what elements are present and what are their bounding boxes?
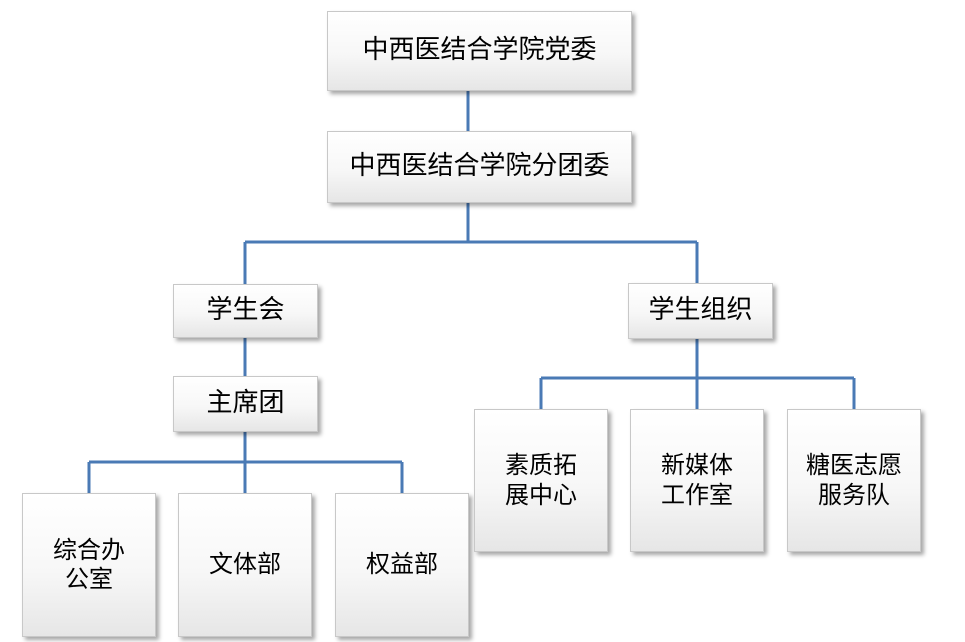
node-department-culture-sports-label: 文体部 — [209, 550, 281, 579]
node-party-committee-label: 中西医结合学院党委 — [362, 35, 597, 66]
node-student-union-label: 学生会 — [206, 295, 285, 326]
node-unit-quality-development: 素质拓 展中心 — [474, 409, 608, 552]
node-student-organizations-label: 学生组织 — [648, 295, 753, 326]
node-department-rights: 权益部 — [335, 493, 469, 637]
node-department-general-office: 综合办 公室 — [22, 493, 156, 637]
node-youth-league-committee-label: 中西医结合学院分团委 — [349, 151, 610, 182]
node-department-general-office-label: 综合办 公室 — [53, 535, 125, 593]
node-unit-new-media: 新媒体 工作室 — [630, 409, 764, 552]
node-party-committee: 中西医结合学院党委 — [327, 11, 632, 91]
node-unit-quality-development-label: 素质拓 展中心 — [505, 451, 577, 509]
node-department-culture-sports: 文体部 — [178, 493, 312, 637]
node-unit-new-media-label: 新媒体 工作室 — [661, 451, 733, 509]
node-presidium: 主席团 — [173, 376, 318, 432]
node-unit-volunteer-team: 糖医志愿 服务队 — [787, 409, 921, 552]
node-student-union: 学生会 — [173, 284, 318, 338]
node-unit-volunteer-team-label: 糖医志愿 服务队 — [806, 451, 902, 509]
node-youth-league-committee: 中西医结合学院分团委 — [327, 131, 632, 203]
node-department-rights-label: 权益部 — [366, 550, 438, 579]
node-student-organizations: 学生组织 — [628, 283, 773, 339]
node-presidium-label: 主席团 — [206, 388, 285, 419]
